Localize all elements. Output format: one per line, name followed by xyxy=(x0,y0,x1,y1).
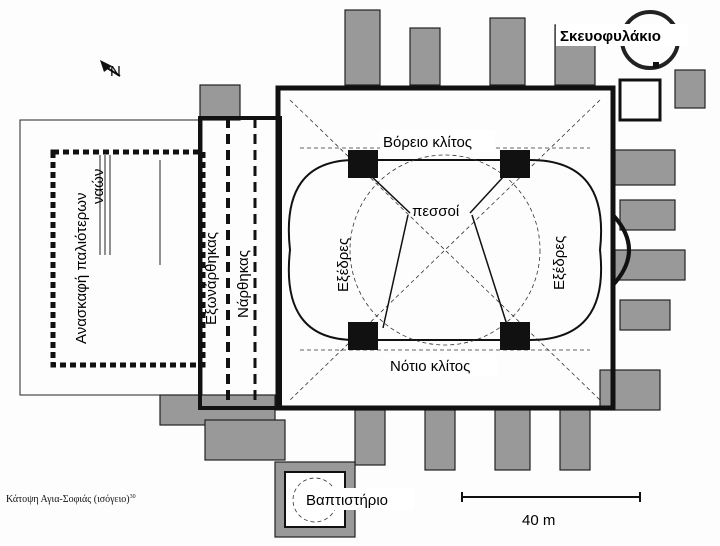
annex-buildings xyxy=(159,9,686,471)
skeuophylakio-label: Σκευοφυλάκιο xyxy=(560,28,661,45)
scale-label: 40 m xyxy=(522,512,555,529)
north-arrow: N xyxy=(100,60,121,80)
exedra-left-label: Εξέδρες xyxy=(335,238,352,292)
south-aisle-label: Νότιο κλίτος xyxy=(390,358,470,375)
exonarthex-label: Εξωνάρθηκας xyxy=(203,232,220,325)
excavation-label-1: Ανασκαφή παλιότερων xyxy=(73,192,90,344)
north-label: N xyxy=(110,63,121,80)
piers-label: πεσσοί xyxy=(412,203,460,220)
main-church xyxy=(275,85,631,411)
scale-bar: 40 m xyxy=(461,492,641,529)
exedra-right-label: Εξέδρες xyxy=(551,236,568,290)
baptistery-label: Βαπτιστήριο xyxy=(306,492,388,509)
figure-caption: Κάτοψη Αγια-Σοφιάς (ισόγειο)30 xyxy=(6,494,136,505)
excavation-label-2: ναών xyxy=(90,169,107,204)
excavation-area xyxy=(19,119,206,396)
narthex-label: Νάρθηκας xyxy=(235,250,252,318)
north-aisle-label: Βόρειο κλίτος xyxy=(383,134,472,151)
